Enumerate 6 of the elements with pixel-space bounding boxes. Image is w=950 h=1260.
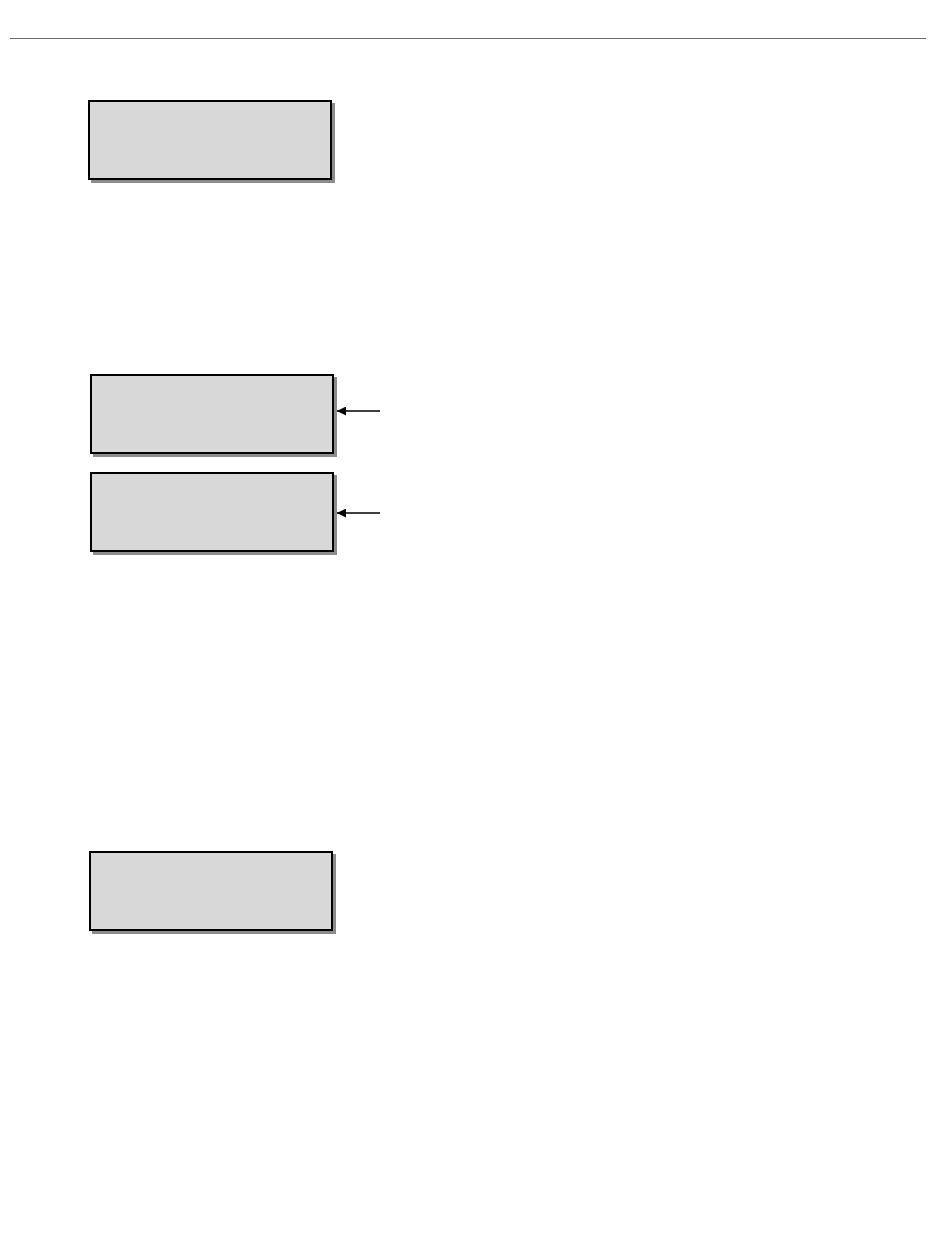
arrow	[336, 508, 381, 518]
arrow	[336, 406, 381, 416]
blank-box	[90, 374, 337, 457]
blank-box	[89, 851, 336, 934]
blank-box	[90, 472, 337, 555]
blank-box	[88, 100, 335, 183]
